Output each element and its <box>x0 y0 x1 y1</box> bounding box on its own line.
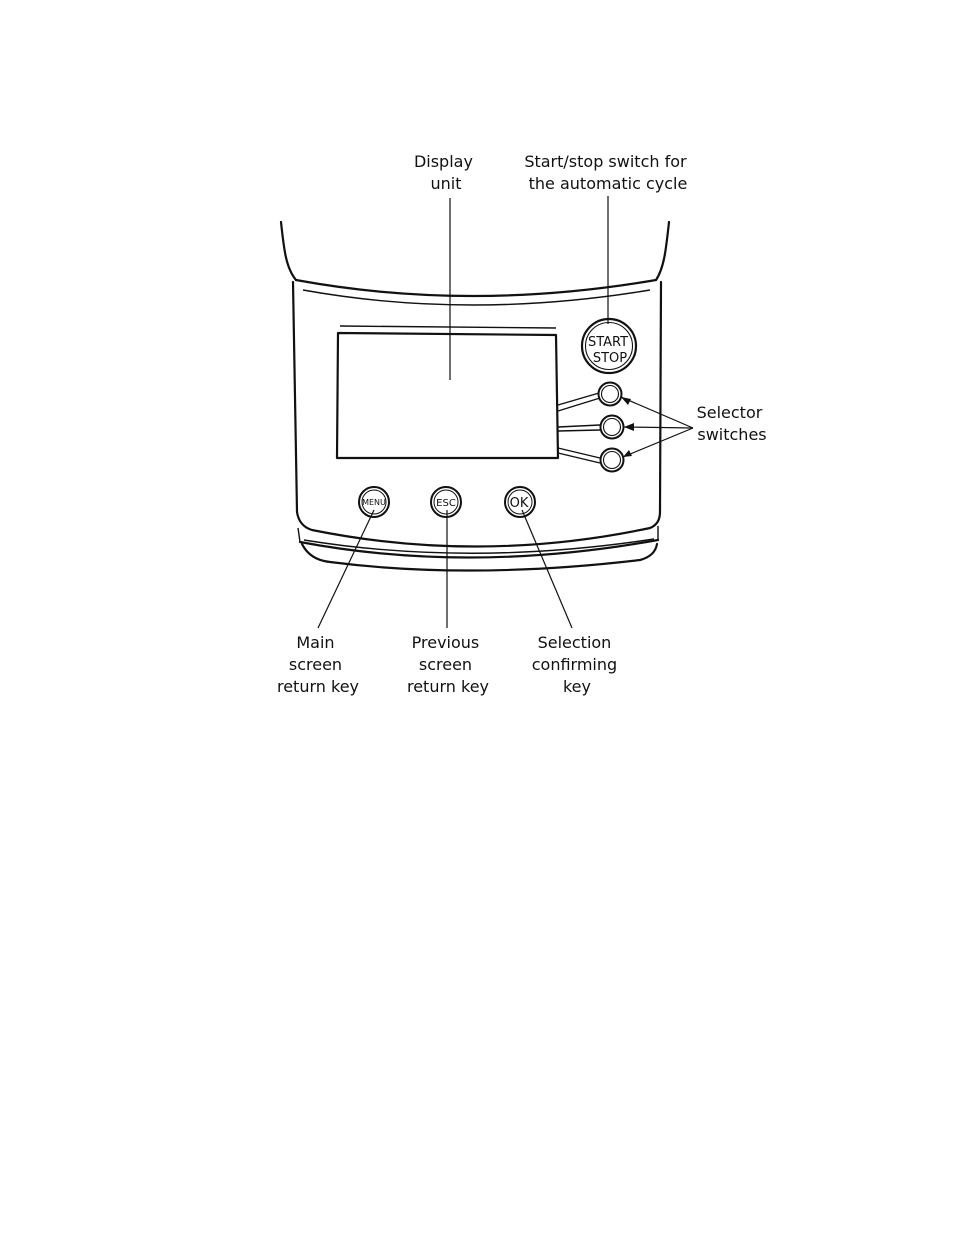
label-main-line3: return key <box>277 677 359 696</box>
label-start-stop-line2: the automatic cycle <box>529 174 688 193</box>
leader-selector-top <box>620 396 694 429</box>
start-stop-button[interactable]: START STOP <box>580 317 638 375</box>
label-previous-line2: screen <box>419 655 472 674</box>
label-start-stop-line1: Start/stop switch for <box>524 152 687 171</box>
leader-ok <box>521 509 573 629</box>
selector-switches <box>557 381 625 473</box>
ok-button[interactable]: OK <box>504 486 536 518</box>
ok-button-label: OK <box>510 496 529 511</box>
selector-switch-middle[interactable] <box>599 414 625 440</box>
label-selection-line1: Selection <box>538 633 612 652</box>
label-main-line1: Main <box>296 633 334 652</box>
label-selector-line2: switches <box>697 425 766 444</box>
label-main-line2: screen <box>289 655 342 674</box>
start-stop-label-top: START <box>588 335 628 350</box>
leader-lines <box>317 196 694 629</box>
selector-switch-bottom[interactable] <box>599 447 625 473</box>
arrowhead-selector-middle <box>624 423 634 431</box>
label-previous-screen-return-key: Previous screen return key <box>407 633 489 696</box>
leader-menu <box>317 509 375 629</box>
arrowhead-selector-bottom <box>623 450 632 457</box>
label-previous-line3: return key <box>407 677 489 696</box>
esc-button-label: ESC <box>436 498 456 509</box>
label-display-unit-line1: Display <box>414 152 473 171</box>
arrowhead-selector-top <box>621 397 631 405</box>
label-start-stop-switch: Start/stop switch for the automatic cycl… <box>524 152 691 193</box>
label-selector-switches: Selector switches <box>697 403 768 444</box>
label-selection-line2: confirming <box>532 655 617 674</box>
label-main-screen-return-key: Main screen return key <box>277 633 359 696</box>
leader-selector-bottom <box>622 427 694 458</box>
label-selection-line3: key <box>563 677 591 696</box>
label-display-unit: Display unit <box>414 152 478 193</box>
esc-button[interactable]: ESC <box>430 486 462 518</box>
selector-switch-top[interactable] <box>597 381 623 407</box>
menu-button[interactable]: MENU <box>358 486 390 518</box>
start-stop-label-bottom: STOP <box>593 351 627 366</box>
label-previous-line1: Previous <box>412 633 480 652</box>
leader-selector-middle <box>623 426 694 429</box>
device-body <box>279 220 671 572</box>
label-selector-line1: Selector <box>697 403 763 422</box>
label-selection-confirming-key: Selection confirming key <box>532 633 623 696</box>
display-screen <box>335 325 560 460</box>
menu-button-label: MENU <box>362 498 386 507</box>
arrowheads <box>621 397 634 457</box>
label-display-unit-line2: unit <box>431 174 462 193</box>
